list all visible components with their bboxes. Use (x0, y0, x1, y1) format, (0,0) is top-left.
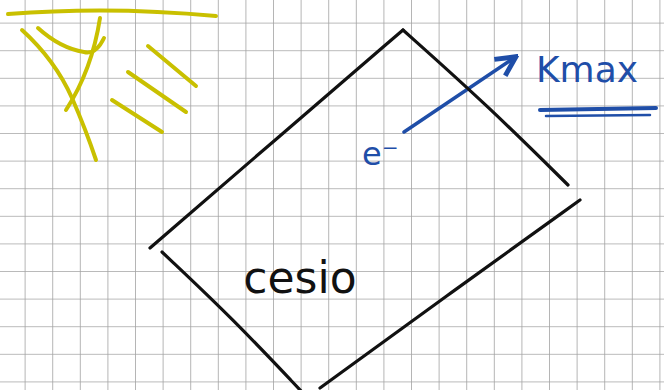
lamp-stroke (22, 30, 96, 160)
plate-edge (320, 200, 580, 388)
underline (540, 108, 656, 110)
electron-symbol: e⁻ (362, 138, 399, 170)
light-ray (128, 72, 186, 112)
kinetic-energy-label: Kmax (536, 52, 638, 88)
lamp-stroke (66, 18, 100, 110)
underline (546, 115, 650, 116)
metal-plate: cesio (148, 26, 584, 390)
plate-edge (150, 30, 403, 248)
velocity-arrow (404, 58, 514, 132)
light-source (8, 10, 216, 160)
plate-outline (148, 26, 584, 390)
light-ray (112, 100, 162, 132)
material-name: cesio (243, 256, 356, 300)
lamp-top (8, 10, 216, 16)
light-ray (148, 46, 196, 86)
